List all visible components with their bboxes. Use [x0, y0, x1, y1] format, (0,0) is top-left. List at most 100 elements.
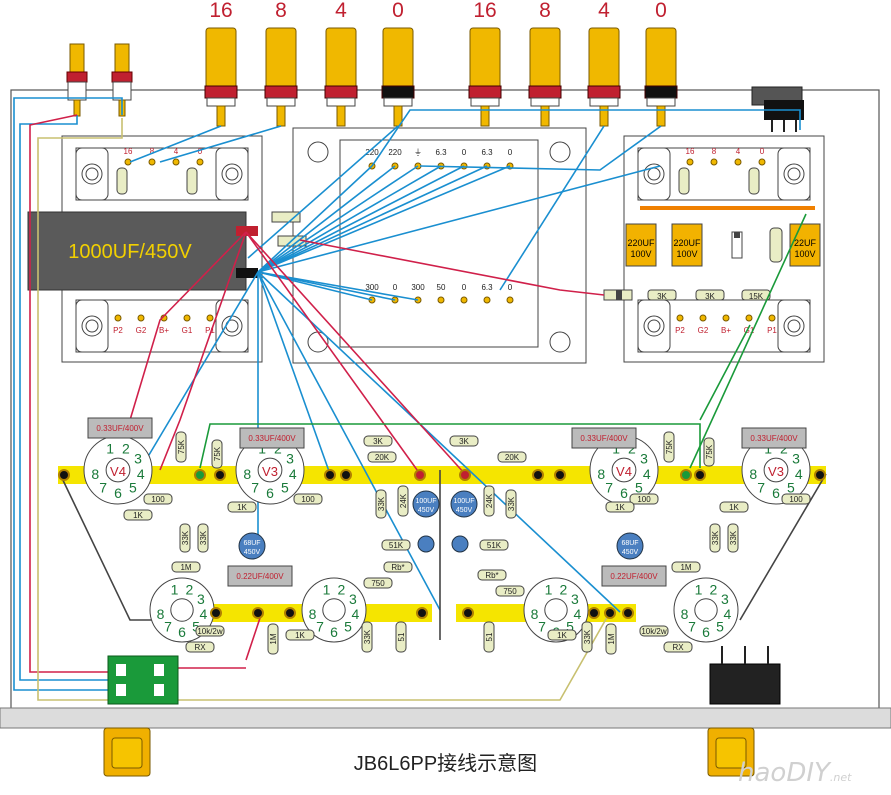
- speaker-terminal-8-left[interactable]: 8: [264, 0, 298, 127]
- capacitor-voltage: 450V: [456, 507, 473, 514]
- front-left-knob[interactable]: [103, 727, 151, 777]
- speaker-terminal-4-left[interactable]: 4: [324, 0, 358, 127]
- heater-wire: [257, 165, 419, 273]
- resistor-label: 3K: [459, 437, 469, 446]
- center-resistor: 20K: [367, 451, 397, 463]
- tube-pin-number: 4: [200, 606, 208, 622]
- spk-wire: [159, 125, 282, 163]
- ot-top-tap-label: 16: [686, 147, 695, 156]
- resistor-label: 24K: [485, 493, 494, 508]
- tube-pin-number: 5: [716, 619, 724, 635]
- speaker-terminal-8-right[interactable]: 8: [528, 0, 562, 127]
- tube-pin-number: 4: [643, 466, 651, 482]
- speaker-terminal-16-right[interactable]: 16: [468, 0, 502, 127]
- ot-tap-terminal: [745, 314, 753, 322]
- power-inlet[interactable]: [751, 86, 804, 132]
- resistor-label: 33K: [199, 530, 208, 545]
- power-switch[interactable]: [107, 655, 179, 705]
- center-resistor: 24K: [483, 485, 495, 517]
- speaker-terminal-label: 8: [275, 0, 287, 22]
- resistor-label: 750: [371, 579, 385, 588]
- ot-tap-terminal: [710, 158, 718, 166]
- cathode-resistor: 100: [629, 493, 659, 505]
- ot-bottom-tap-label: P1: [767, 326, 777, 335]
- tube-pin-number: 3: [792, 450, 800, 466]
- tube-pin-number: 4: [352, 606, 360, 622]
- pt-bottom-tap-label: 300: [365, 283, 379, 292]
- input-wire-right: [13, 97, 123, 691]
- tube-pin-number: 1: [106, 440, 114, 456]
- coupling-cap-1: 0.33UF/400V: [87, 417, 153, 439]
- tube-pin-number: 7: [538, 619, 546, 635]
- solder-lug: [554, 469, 566, 481]
- driver-resistor: 1M: [671, 561, 701, 573]
- ot-tap-terminal: [172, 158, 180, 166]
- tube-label: V3: [768, 464, 784, 479]
- feedback-wire: [689, 213, 807, 469]
- heater-wire: [257, 271, 419, 301]
- watermark: haoDIY.net: [738, 758, 851, 788]
- resistor-label: 1K: [729, 503, 739, 512]
- speaker-terminal-label: 0: [392, 0, 404, 22]
- pt-bottom-tap-label: 0: [508, 283, 513, 292]
- resistor-label: 33K: [363, 629, 372, 644]
- solder-lug: [814, 469, 826, 481]
- heater-wire: [257, 165, 442, 273]
- tube-pin-number: 8: [749, 466, 757, 482]
- ot-bottom-tap-label: G2: [698, 326, 709, 335]
- pt-top-tap-label: 6.3: [435, 148, 447, 157]
- solder-lug: [58, 469, 70, 481]
- speaker-terminal-0-right[interactable]: 0: [644, 0, 678, 127]
- tube-pin-number: 2: [122, 440, 130, 456]
- capacitor-label: 100UF: [453, 498, 474, 505]
- center-resistor: 3K: [449, 435, 479, 447]
- fuse-holder[interactable]: [709, 646, 781, 705]
- switch-wire: [178, 611, 611, 701]
- driver-resistor: 10k/2w: [195, 625, 225, 637]
- speaker-terminal-4-right[interactable]: 4: [587, 0, 621, 127]
- capacitor-label: 0.33UF/400V: [248, 434, 296, 443]
- spk-wire: [129, 125, 222, 163]
- resistor-label: 10k/2w: [641, 627, 667, 636]
- capacitor-label: 0.22UF/400V: [610, 572, 658, 581]
- spk-wire: [247, 125, 399, 259]
- coupling-cap-2: 0.33UF/400V: [239, 427, 305, 449]
- psu-cap-1-voltage: 100V: [630, 249, 651, 259]
- grid-resistor: 1K: [123, 509, 153, 521]
- driver-resistor: 33K: [197, 523, 209, 553]
- solder-lug: [324, 469, 336, 481]
- ot-top-tap-label: 8: [150, 147, 155, 156]
- center-resistor: 51K: [479, 539, 509, 551]
- resistor-label: 33K: [377, 496, 386, 511]
- speaker-terminal-0-left[interactable]: 0: [381, 0, 415, 127]
- driver-resistor: 33K: [727, 523, 739, 553]
- tube-pin-number: 2: [338, 582, 346, 598]
- tube-pin-number: 8: [531, 606, 539, 622]
- tube-pin-number: 7: [688, 619, 696, 635]
- feedback-wire: [699, 324, 751, 421]
- resistor-label: 1M: [269, 633, 278, 644]
- tube-pin-number: 2: [710, 582, 718, 598]
- center-filter-cap-2: 100UF 450V: [450, 490, 478, 518]
- pt-tap-terminal: [483, 296, 491, 304]
- rca-jack-left[interactable]: [66, 43, 88, 117]
- tube-pin-number: 6: [702, 624, 710, 640]
- resistor-label: RX: [194, 643, 206, 652]
- heater-wire: [139, 271, 259, 471]
- resistor-label: 3K: [373, 437, 383, 446]
- speaker-terminal-16-left[interactable]: 16: [204, 0, 238, 127]
- ot-top-tap-label: 0: [760, 147, 765, 156]
- tube-pin-number: 5: [787, 480, 795, 496]
- solder-lug: [416, 607, 428, 619]
- wiring: [13, 97, 827, 701]
- front-right-knob[interactable]: [707, 727, 755, 777]
- cathode-resistor: 100: [781, 493, 811, 505]
- driver-coupling-cap-left: 0.22UF/400V: [227, 565, 293, 587]
- screen-resistor: 75K: [211, 439, 223, 469]
- resistor-label: 1M: [180, 563, 191, 572]
- solder-lug: [622, 607, 634, 619]
